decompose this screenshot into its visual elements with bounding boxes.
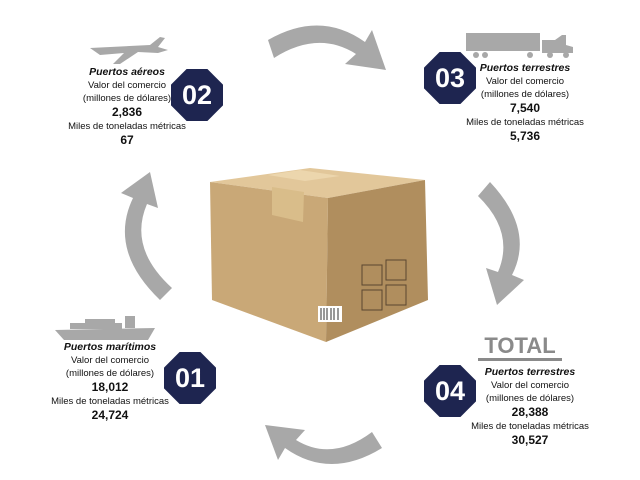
tons-value: 24,724 xyxy=(91,408,129,422)
arrow-bottom xyxy=(265,425,382,464)
trade-value: 28,388 xyxy=(511,405,549,419)
tons-value: 5,736 xyxy=(509,129,541,143)
tons-label: Miles de toneladas métricas xyxy=(51,396,169,407)
truck-icon xyxy=(466,33,573,58)
value-label: Valor del comercio xyxy=(88,80,166,91)
arrow-top xyxy=(268,25,386,70)
stage-title: Puertos terrestres xyxy=(484,366,576,378)
airplane-icon xyxy=(90,37,168,64)
stage-title: Puertos terrestres xyxy=(479,62,571,74)
tons-label: Miles de toneladas métricas xyxy=(68,121,186,132)
tons-label: Miles de toneladas métricas xyxy=(471,421,589,432)
value-unit: (millones de dólares) xyxy=(65,368,155,379)
value-unit: (millones de dólares) xyxy=(480,89,570,100)
stage-02-info: Puertos aéreos Valor del comercio (millo… xyxy=(52,66,202,148)
cardboard-box xyxy=(210,168,428,342)
trade-value: 2,836 xyxy=(111,105,143,119)
stage-01-info: Puertos marítimos Valor del comercio (mi… xyxy=(35,341,185,423)
stage-01-badge: 01 xyxy=(164,352,216,404)
value-label: Valor del comercio xyxy=(491,380,569,391)
tons-value: 30,527 xyxy=(511,433,549,447)
stage-02-badge: 02 xyxy=(171,69,223,121)
total-heading: TOTAL xyxy=(478,334,562,361)
stage-title: Puertos marítimos xyxy=(63,341,157,353)
value-unit: (millones de dólares) xyxy=(485,393,575,404)
stage-04-info: Puertos terrestres Valor del comercio (m… xyxy=(455,366,605,448)
ship-icon xyxy=(55,316,155,340)
trade-value: 7,540 xyxy=(509,101,541,115)
stage-03-badge: 03 xyxy=(424,52,476,104)
stage-04-badge: 04 xyxy=(424,365,476,417)
tons-value: 67 xyxy=(120,133,134,147)
arrow-left xyxy=(121,172,172,300)
tons-label: Miles de toneladas métricas xyxy=(466,117,584,128)
stage-title: Puertos aéreos xyxy=(89,66,165,78)
value-unit: (millones de dólares) xyxy=(82,93,172,104)
stage-03-info: Puertos terrestres Valor del comercio (m… xyxy=(450,62,600,144)
value-label: Valor del comercio xyxy=(486,76,564,87)
value-label: Valor del comercio xyxy=(71,355,149,366)
arrow-right xyxy=(478,182,524,305)
trade-value: 18,012 xyxy=(91,380,129,394)
